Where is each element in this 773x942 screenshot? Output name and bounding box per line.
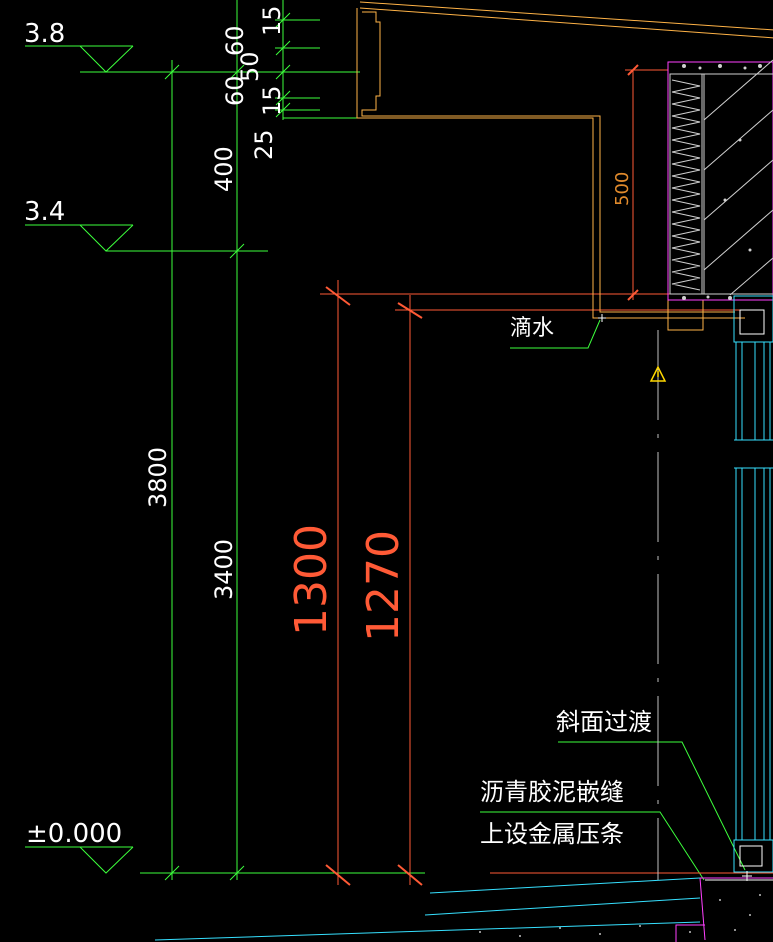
wall-section xyxy=(667,59,773,301)
window-frame xyxy=(733,295,773,873)
dim-400: 400 xyxy=(210,146,238,192)
dim-3400: 3400 xyxy=(210,539,238,600)
dim-15b: 15 xyxy=(258,85,286,116)
ground-speckle xyxy=(479,894,761,937)
green-dimensions xyxy=(140,0,746,881)
level-label-top: 3.8 xyxy=(24,19,65,49)
dim-3800: 3800 xyxy=(144,447,172,508)
dim-1270: 1270 xyxy=(358,530,409,642)
annotation-asphalt-joint: 沥青胶泥嵌缝 xyxy=(480,778,624,806)
annotation-metal-strip: 上设金属压条 xyxy=(480,820,624,848)
dim-60a: 60 xyxy=(221,25,249,56)
triangle-level-icon xyxy=(79,224,134,252)
dim-60b: 60 xyxy=(221,75,249,106)
annotation-slope-transition: 斜面过渡 xyxy=(556,708,652,736)
ground-section xyxy=(154,877,773,942)
dim-50: 50 xyxy=(236,51,264,82)
triangle-level-icon xyxy=(79,846,134,874)
canopy-outline xyxy=(356,1,773,331)
dim-15a: 15 xyxy=(258,5,286,36)
triangle-level-icon xyxy=(79,45,134,73)
level-marker-mid: 3.4 xyxy=(24,197,268,252)
point-markers xyxy=(598,314,752,881)
dim-25: 25 xyxy=(250,129,278,160)
level-marker-ground: ±0.000 xyxy=(25,819,134,874)
dim-500: 500 xyxy=(612,172,633,206)
annotation-drip: 滴水 xyxy=(510,316,554,341)
level-label-mid: 3.4 xyxy=(24,197,65,227)
level-label-ground: ±0.000 xyxy=(26,819,122,849)
red-dimensions xyxy=(320,64,773,886)
warning-triangle-icon xyxy=(649,365,667,382)
level-marker-top: 3.8 xyxy=(24,19,175,73)
dim-1300: 1300 xyxy=(286,524,337,636)
